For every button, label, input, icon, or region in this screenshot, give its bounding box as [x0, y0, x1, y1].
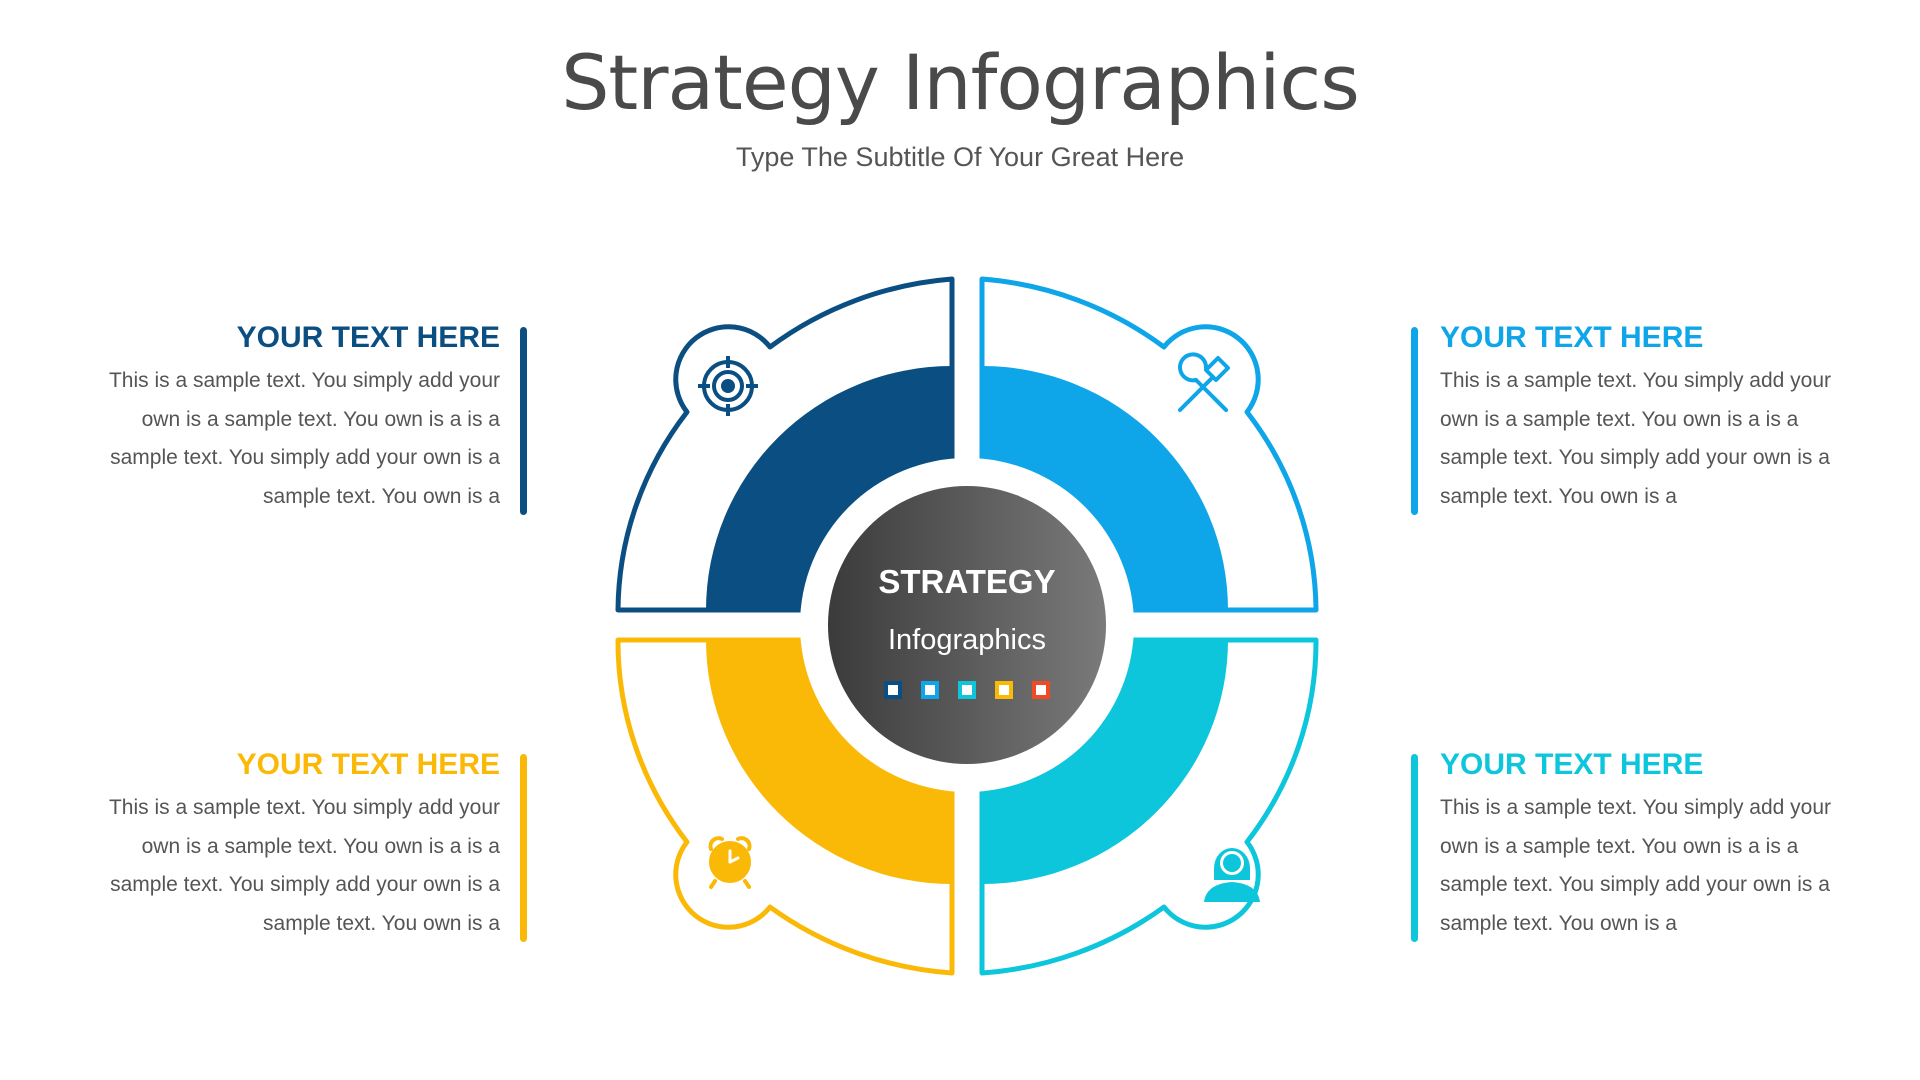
text-block-top-left: YOUR TEXT HERE This is a sample text. Yo…	[80, 318, 500, 516]
accent-bar-top-left	[520, 327, 527, 515]
text-block-bottom-right: YOUR TEXT HERE This is a sample text. Yo…	[1440, 745, 1860, 943]
accent-bar-top-right	[1411, 327, 1418, 515]
hub-dot	[995, 681, 1013, 699]
block-heading: YOUR TEXT HERE	[1440, 748, 1704, 781]
block-body: This is a sample text. You simply add yo…	[1440, 369, 1832, 508]
block-heading: YOUR TEXT HERE	[236, 321, 500, 354]
target-icon	[698, 356, 758, 416]
page-subtitle: Type The Subtitle Of Your Great Here	[735, 142, 1185, 172]
alarm-clock-icon	[708, 836, 752, 889]
block-body: This is a sample text. You simply add yo…	[108, 369, 500, 508]
text-block-bottom-left: YOUR TEXT HERE This is a sample text. Yo…	[80, 745, 500, 943]
hub-dot	[884, 681, 902, 699]
user-icon	[1204, 848, 1260, 902]
block-heading: YOUR TEXT HERE	[236, 748, 500, 781]
hub-dot	[1032, 681, 1050, 699]
page-title: Strategy Infographics	[561, 38, 1360, 127]
hub-dot	[958, 681, 976, 699]
hub-color-dots	[884, 681, 1050, 699]
block-heading: YOUR TEXT HERE	[1440, 321, 1704, 354]
accent-bar-bottom-right	[1411, 754, 1418, 942]
tools-icon	[1178, 352, 1230, 412]
block-body: This is a sample text. You simply add yo…	[1440, 796, 1832, 935]
block-body: This is a sample text. You simply add yo…	[108, 796, 500, 935]
text-block-top-right: YOUR TEXT HERE This is a sample text. Yo…	[1440, 318, 1860, 516]
hub-subtitle: Infographics	[888, 624, 1046, 656]
hub-dot	[921, 681, 939, 699]
accent-bar-bottom-left	[520, 754, 527, 942]
hub-title: STRATEGY	[878, 563, 1055, 600]
